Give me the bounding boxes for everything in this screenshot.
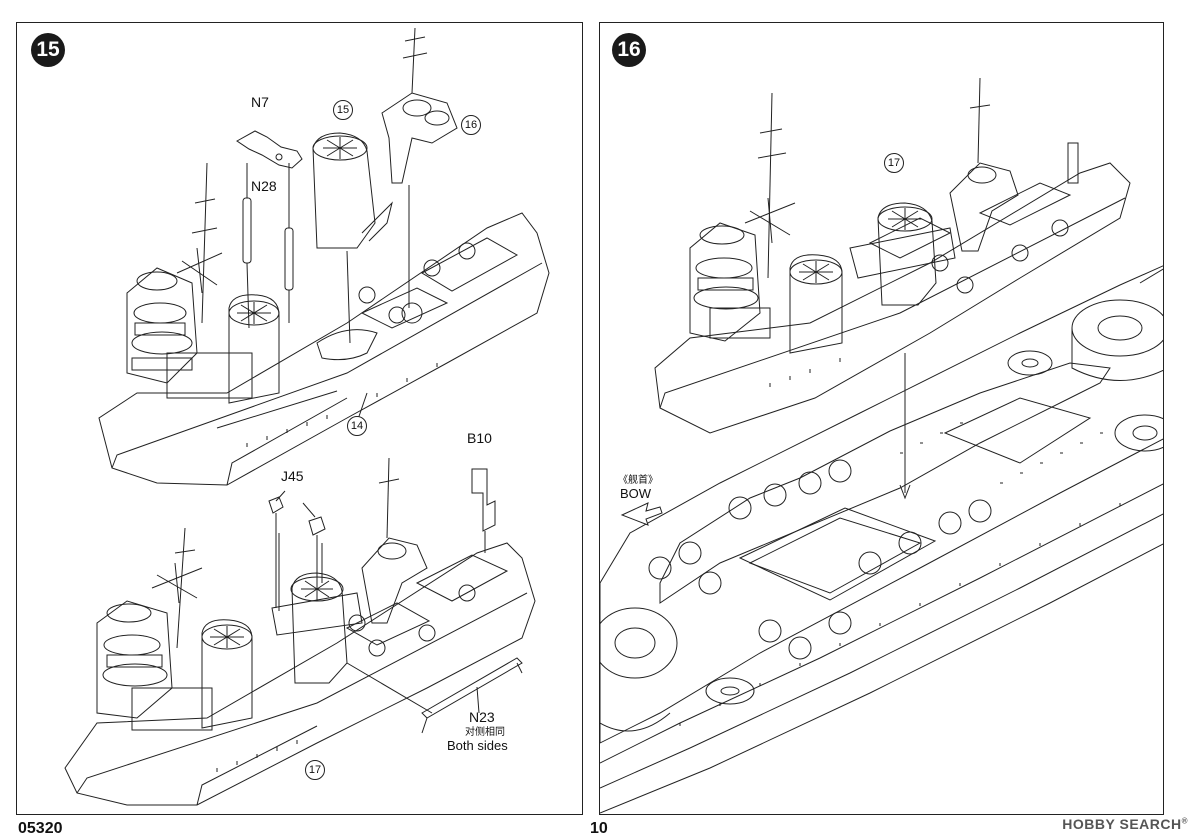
exploded-funnel [312, 132, 376, 249]
bow-label-en: BOW [620, 486, 652, 501]
bow-label-cn: 《舰首》 [618, 475, 658, 486]
step-15-panel: 15 [16, 22, 583, 815]
step-16-number: 16 [612, 33, 646, 67]
callout-16: 16 [461, 115, 481, 135]
part-n28-left [242, 197, 252, 264]
part-n23 [421, 657, 523, 719]
step-15-number: 15 [31, 33, 65, 67]
hobby-search-watermark: HOBBY SEARCH® [1062, 816, 1188, 832]
upper-hull [98, 212, 550, 486]
step-16-panel: 16 [599, 22, 1164, 815]
part-j45-left [268, 496, 284, 514]
label-n23: N23 [469, 709, 495, 725]
callout-17: 17 [884, 153, 904, 173]
label-n23-note-cn: 对侧相同 [465, 727, 505, 738]
label-n7: N7 [251, 94, 269, 110]
callout-14: 14 [347, 416, 367, 436]
callout-15: 15 [333, 100, 353, 120]
callout-17: 17 [305, 760, 325, 780]
watermark-text: HOBBY SEARCH [1062, 816, 1182, 832]
step-15-illustration [64, 27, 550, 806]
label-b10: B10 [467, 430, 492, 446]
watermark-registered-mark: ® [1181, 816, 1188, 826]
label-n28: N28 [251, 178, 277, 194]
label-n23-note-en: Both sides [447, 738, 508, 753]
upper-bridge-tower [126, 267, 198, 384]
part-j45-right [308, 516, 326, 536]
part-n7 [236, 130, 303, 169]
page-number: 10 [590, 820, 608, 837]
part-n28-right [284, 227, 294, 291]
label-j45: J45 [281, 468, 304, 484]
bow-arrow [620, 502, 663, 526]
lower-hull [64, 542, 536, 806]
main-deck [600, 265, 1163, 744]
exploded-aft-tower [381, 92, 458, 184]
step-16-illustration [600, 77, 1163, 814]
superstructure-hull [654, 162, 1131, 434]
product-code: 05320 [18, 820, 63, 837]
part-b10 [471, 468, 496, 532]
